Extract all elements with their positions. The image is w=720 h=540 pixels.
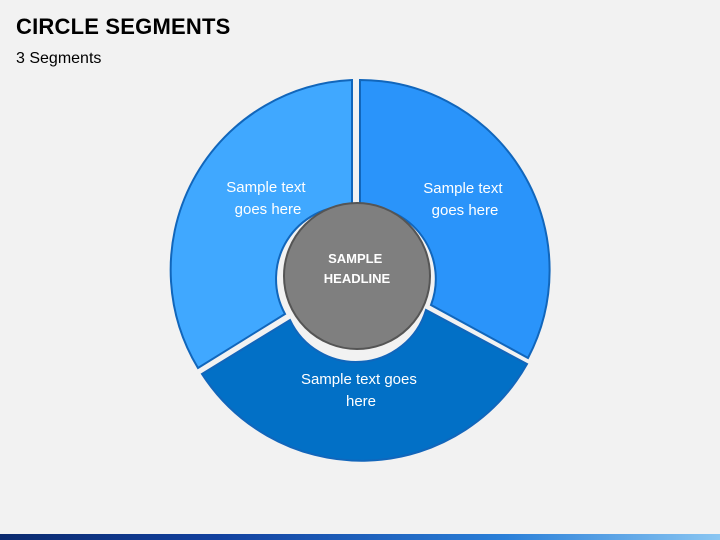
- segment-bottom-text: Sample text goes here: [301, 371, 421, 410]
- hub-headline: SAMPLE HEADLINE: [324, 251, 391, 286]
- segment-right-line1: Sample text: [423, 180, 503, 197]
- segment-left-line2: goes here: [235, 201, 302, 218]
- slide-title: CIRCLE SEGMENTS: [16, 14, 231, 39]
- segment-right[interactable]: [359, 78, 551, 360]
- segment-right-line2: goes here: [432, 202, 499, 219]
- footer-gradient-bar: [0, 534, 720, 540]
- hub-headline-line2: HEADLINE: [324, 271, 391, 286]
- segment-bottom-line1: Sample text goes: [301, 371, 417, 388]
- center-hub[interactable]: [283, 202, 431, 350]
- segment-right-text: Sample text goes here: [423, 180, 506, 219]
- segment-left-text: Sample text goes here: [226, 179, 309, 218]
- slide-subtitle: 3 Segments: [16, 50, 102, 67]
- segment-bottom-line2: here: [346, 393, 376, 410]
- segment-left-line1: Sample text: [226, 179, 306, 196]
- segment-left[interactable]: [169, 78, 353, 370]
- hub-headline-line1: SAMPLE: [328, 251, 383, 266]
- segment-bottom[interactable]: [200, 308, 529, 462]
